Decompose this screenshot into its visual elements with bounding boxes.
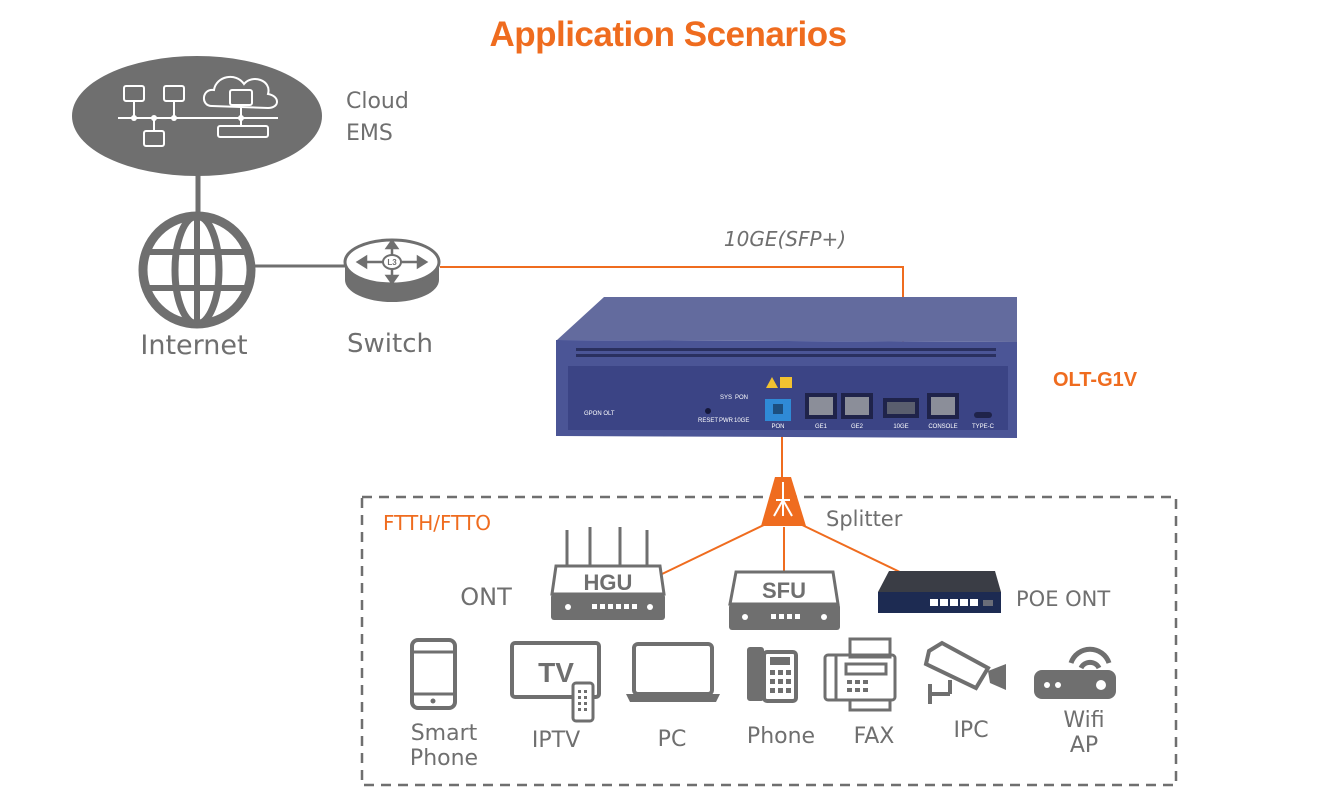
fax-label: FAX bbox=[854, 724, 895, 749]
wifi-label-2: AP bbox=[1070, 733, 1098, 758]
zone-label: FTTH/FTTO bbox=[383, 511, 491, 535]
ont-label: ONT bbox=[460, 583, 512, 611]
smart-phone-label: Smart bbox=[411, 721, 478, 746]
cloud-ems bbox=[72, 56, 322, 176]
olt-front-label: GPON OLT bbox=[584, 411, 615, 417]
poe-ont-icon bbox=[878, 571, 1001, 613]
pc-label: PC bbox=[658, 727, 687, 752]
cloud-label: Cloud bbox=[346, 89, 409, 114]
gray-links bbox=[195, 172, 350, 268]
smart-phone-label-2: Phone bbox=[410, 746, 478, 771]
olt-port-console: CONSOLE bbox=[928, 424, 957, 430]
sfu-label: SFU bbox=[762, 578, 806, 603]
olt-label: OLT-G1V bbox=[1053, 369, 1138, 391]
switch-label: Switch bbox=[347, 329, 433, 359]
smartphone-icon bbox=[410, 638, 457, 710]
splitter-label: Splitter bbox=[826, 507, 903, 531]
sfu-icon bbox=[728, 570, 840, 630]
olt-led-pon: PON bbox=[735, 395, 748, 401]
cloud-label-2: EMS bbox=[346, 121, 393, 146]
ftth-zone bbox=[360, 495, 1178, 787]
uplink-label: 10GE(SFP+) bbox=[724, 227, 846, 251]
olt-led-reset: RESET bbox=[698, 418, 718, 424]
page-title: Application Scenarios bbox=[489, 15, 846, 54]
olt-port-ge2: GE2 bbox=[851, 424, 864, 430]
globe-icon bbox=[138, 211, 256, 329]
tv-icon bbox=[510, 641, 601, 723]
switch-icon bbox=[343, 238, 441, 302]
fax-icon bbox=[823, 637, 897, 712]
wifi-label: Wifi bbox=[1063, 708, 1104, 733]
olt-led-pwr: PWR bbox=[719, 418, 734, 424]
internet-label: Internet bbox=[140, 330, 247, 361]
olt-port-ge1: GE1 bbox=[815, 424, 828, 430]
tv-icon-text: TV bbox=[538, 657, 574, 688]
phone-label: Phone bbox=[747, 724, 815, 749]
laptop-icon bbox=[626, 642, 720, 702]
olt-device bbox=[556, 297, 1017, 438]
ip-camera-icon bbox=[923, 640, 1006, 704]
ipc-label: IPC bbox=[953, 718, 988, 743]
olt-port-sfp: 10GE bbox=[893, 424, 908, 430]
poe-ont-label: POE ONT bbox=[1016, 587, 1110, 611]
switch-icon-text: L3 bbox=[387, 258, 397, 267]
olt-port-typec: TYPE-C bbox=[972, 424, 995, 430]
olt-led-sys: SYS bbox=[720, 395, 732, 401]
splitter-icon bbox=[761, 477, 806, 526]
olt-port-pon: PON bbox=[771, 424, 784, 430]
desk-phone-icon bbox=[747, 647, 798, 703]
wifi-ap-icon bbox=[1034, 646, 1116, 699]
hgu-label: HGU bbox=[584, 570, 633, 595]
hgu-icon bbox=[550, 527, 666, 620]
olt-led-10ge: 10GE bbox=[734, 418, 749, 424]
iptv-label: IPTV bbox=[532, 728, 580, 753]
